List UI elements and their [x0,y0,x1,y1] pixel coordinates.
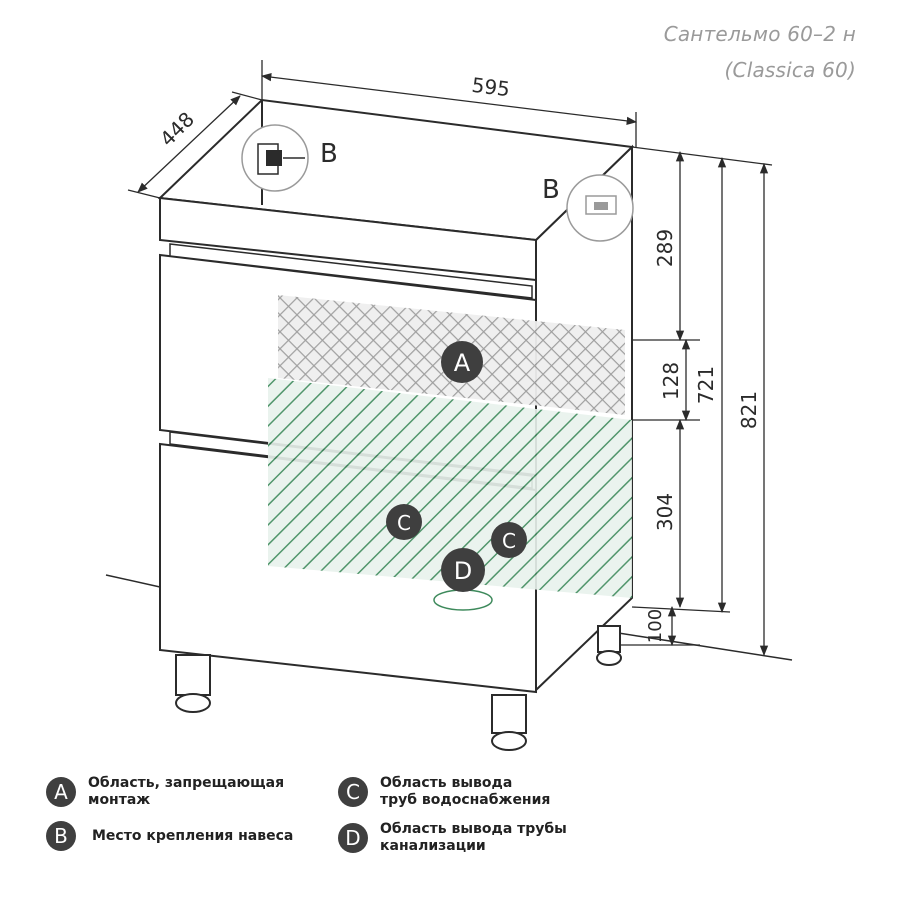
marker-b-left: B [320,139,338,169]
dim-304-label: 304 [653,493,677,531]
legend-item-c: C Область вывода труб водоснабжения [338,775,550,809]
dim-721-label: 721 [694,366,718,404]
cabinet-front-top-rail [159,196,537,282]
dim-depth-label: 448 [155,107,199,151]
svg-text:C: C [502,529,516,553]
marker-c-badge-right: C [491,522,527,558]
dim-821-label: 821 [737,391,761,429]
dim-width [260,60,638,147]
model-title: Сантельмо 60–2 н [663,22,856,46]
dim-100-label: 100 [645,609,666,643]
legend-badge-d: D [338,823,368,853]
marker-d-badge: D [441,548,485,592]
legend-text-b: Место крепления навеса [92,827,294,844]
cabinet-legs [175,625,622,751]
dim-128-label: 128 [659,362,683,400]
zone-c-water-supply-area [268,378,632,598]
dim-width-label: 595 [470,73,511,101]
svg-text:A: A [454,349,471,377]
legend-badge-a: A [46,777,76,807]
floor-line-left [105,574,161,588]
dim-depth [127,91,263,199]
floor-line-right [611,631,793,661]
legend-item-d: D Область вывода трубы канализации [338,821,567,855]
legend-badge-c: C [338,777,368,807]
series-title: (Classica 60) [724,58,856,82]
dim-vertical-lines [620,146,773,657]
marker-a-badge: A [441,341,483,383]
dim-289-label: 289 [653,229,677,267]
legend-item-a: A Область, запрещающая монтаж [46,775,284,809]
upper-drawer-handle-groove [169,243,533,299]
bracket-detail-left [241,124,309,192]
legend-text-c: Область вывода труб водоснабжения [380,775,551,808]
marker-b-right: B [542,175,560,205]
bracket-detail-right [566,174,634,242]
svg-text:C: C [397,511,411,535]
legend-text-d: Область вывода трубы канализации [380,821,567,854]
legend-text-a: Область, запрещающая монтаж [88,775,285,808]
legend-item-b: B Место крепления навеса [46,821,293,851]
svg-text:D: D [454,557,472,585]
marker-c-badge-left: C [386,504,422,540]
legend-badge-b: B [46,821,76,851]
